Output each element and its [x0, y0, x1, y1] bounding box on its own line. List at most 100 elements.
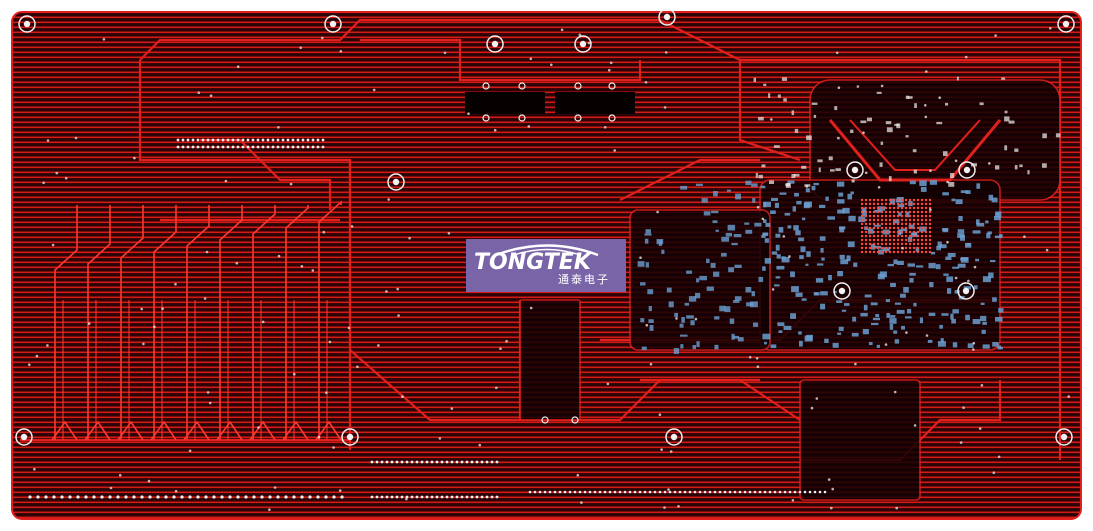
header-pin [231, 145, 235, 149]
bga-ball [860, 218, 864, 222]
smd-pad [696, 341, 700, 347]
header-pin [211, 138, 215, 142]
via [788, 255, 791, 258]
bga-ball [900, 230, 904, 234]
mounting-hole-icon [486, 35, 504, 53]
logo-arc-icon [495, 244, 599, 256]
bga-ball [928, 198, 932, 202]
via-ring [541, 416, 549, 424]
smd-pad [929, 282, 934, 288]
bga-ball [884, 242, 888, 246]
header-pin [204, 495, 208, 499]
via [959, 441, 963, 444]
via [830, 506, 833, 510]
header-pin [713, 490, 717, 494]
header-pin [296, 145, 300, 149]
bga-ball [928, 230, 932, 234]
header-pin [284, 495, 288, 499]
bga-ball [876, 230, 880, 234]
via [35, 354, 39, 358]
bga-ball [868, 250, 872, 254]
bga-ball [864, 218, 868, 222]
header-pin [475, 460, 479, 464]
via [478, 443, 482, 447]
via [972, 341, 976, 345]
smd-pad [819, 204, 826, 208]
bga-ball [908, 230, 912, 234]
smd-pad [795, 292, 803, 297]
bga-ball [920, 246, 924, 250]
via [261, 320, 265, 324]
bga-ball [904, 250, 908, 254]
trace-4 [738, 60, 801, 162]
smd-pad [744, 222, 750, 225]
header-pin [808, 490, 812, 494]
smd-pad [976, 183, 981, 189]
silk-mark [879, 162, 883, 167]
bga-ball [920, 242, 924, 246]
via [576, 473, 580, 477]
via [771, 288, 775, 291]
bga-ball [864, 230, 868, 234]
header-pin [291, 138, 295, 142]
smd-pad [982, 321, 987, 325]
header-pin [440, 460, 444, 464]
bga-ball [916, 246, 920, 250]
bga-ball [864, 206, 868, 210]
bga-ball [904, 214, 908, 218]
smd-pad [805, 188, 810, 193]
header-pin [683, 490, 687, 494]
smd-pad [713, 191, 718, 197]
smd-pad [746, 302, 754, 307]
mounting-hole-icon [846, 161, 864, 179]
header-pin [405, 460, 409, 464]
smd-pad [939, 324, 943, 329]
bga-ball [880, 206, 884, 210]
bga-ball [928, 242, 932, 246]
header-pin [613, 490, 617, 494]
via [613, 149, 616, 152]
via [639, 256, 642, 260]
header-pin [693, 490, 697, 494]
smd-pad [725, 232, 732, 237]
bga-ball [876, 242, 880, 246]
via [964, 55, 968, 59]
bga-ball [868, 226, 872, 230]
via [118, 473, 122, 477]
header-pin [176, 145, 180, 149]
smd-pad [680, 344, 684, 349]
via [87, 322, 91, 325]
smd-pad [846, 255, 851, 262]
header-pin [668, 490, 672, 494]
via [864, 171, 868, 175]
riser-c-5 [216, 420, 243, 441]
bga-ball [908, 214, 912, 218]
bga-ball [916, 218, 920, 222]
via [300, 265, 304, 268]
smd-pad [947, 252, 956, 257]
smd-pad [952, 309, 959, 314]
bga-ball [920, 226, 924, 230]
bga-ball [900, 242, 904, 246]
smd-pad [731, 242, 738, 246]
smd-pad [907, 308, 912, 314]
smd-pad [886, 313, 891, 318]
header-pin [490, 460, 494, 464]
via [257, 426, 260, 429]
mounting-hole-icon [1057, 15, 1075, 33]
smd-pad [982, 276, 991, 283]
via [831, 487, 834, 491]
silk-mark [758, 117, 764, 121]
bga-ball [928, 234, 932, 238]
hole-center [329, 20, 337, 28]
smd-pad [791, 286, 799, 293]
mounting-hole-icon [341, 428, 359, 446]
smd-pad [999, 234, 1003, 237]
smd-pad [640, 282, 646, 286]
via-ring [574, 82, 582, 90]
smd-pad [774, 202, 779, 208]
bga-ball [860, 210, 864, 214]
smd-pad [896, 260, 904, 265]
silk-mark [786, 183, 791, 188]
hole-center [392, 178, 400, 186]
